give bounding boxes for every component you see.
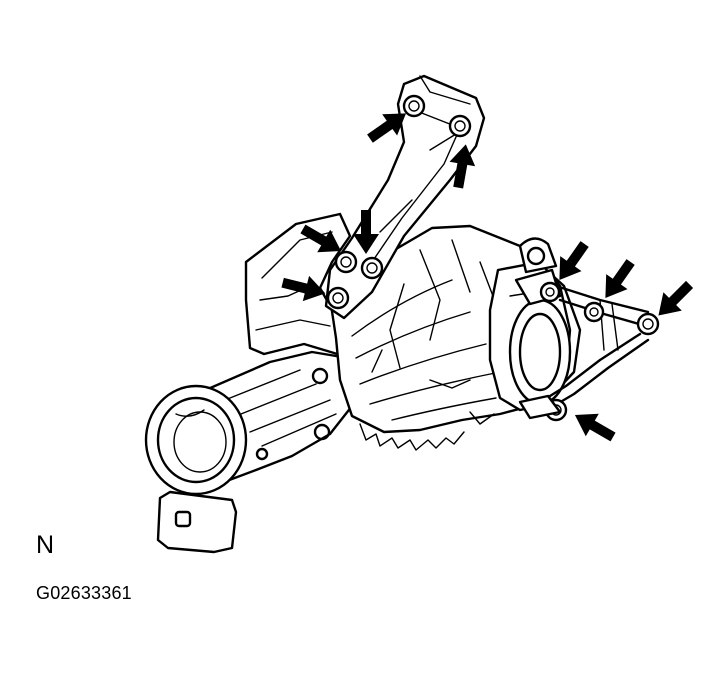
pointer-arrow-icon bbox=[353, 210, 379, 254]
figure-code: G02633361 bbox=[36, 583, 132, 603]
pointer-arrow-icon bbox=[300, 224, 342, 253]
pointer-arrow-icon bbox=[449, 144, 476, 189]
pointer-arrows bbox=[281, 113, 694, 442]
mounting-arm bbox=[324, 74, 486, 320]
pointer-arrow-icon bbox=[559, 241, 589, 281]
right-support-bracket bbox=[518, 281, 660, 422]
left-axle-housing bbox=[144, 350, 354, 554]
pointer-arrow-icon bbox=[281, 275, 326, 302]
orientation-label: N bbox=[36, 531, 55, 559]
pointer-arrow-icon bbox=[605, 259, 635, 299]
pointer-arrow-icon bbox=[658, 280, 694, 316]
pointer-arrow-icon bbox=[574, 413, 616, 442]
pointer-arrow-icon bbox=[367, 113, 407, 143]
